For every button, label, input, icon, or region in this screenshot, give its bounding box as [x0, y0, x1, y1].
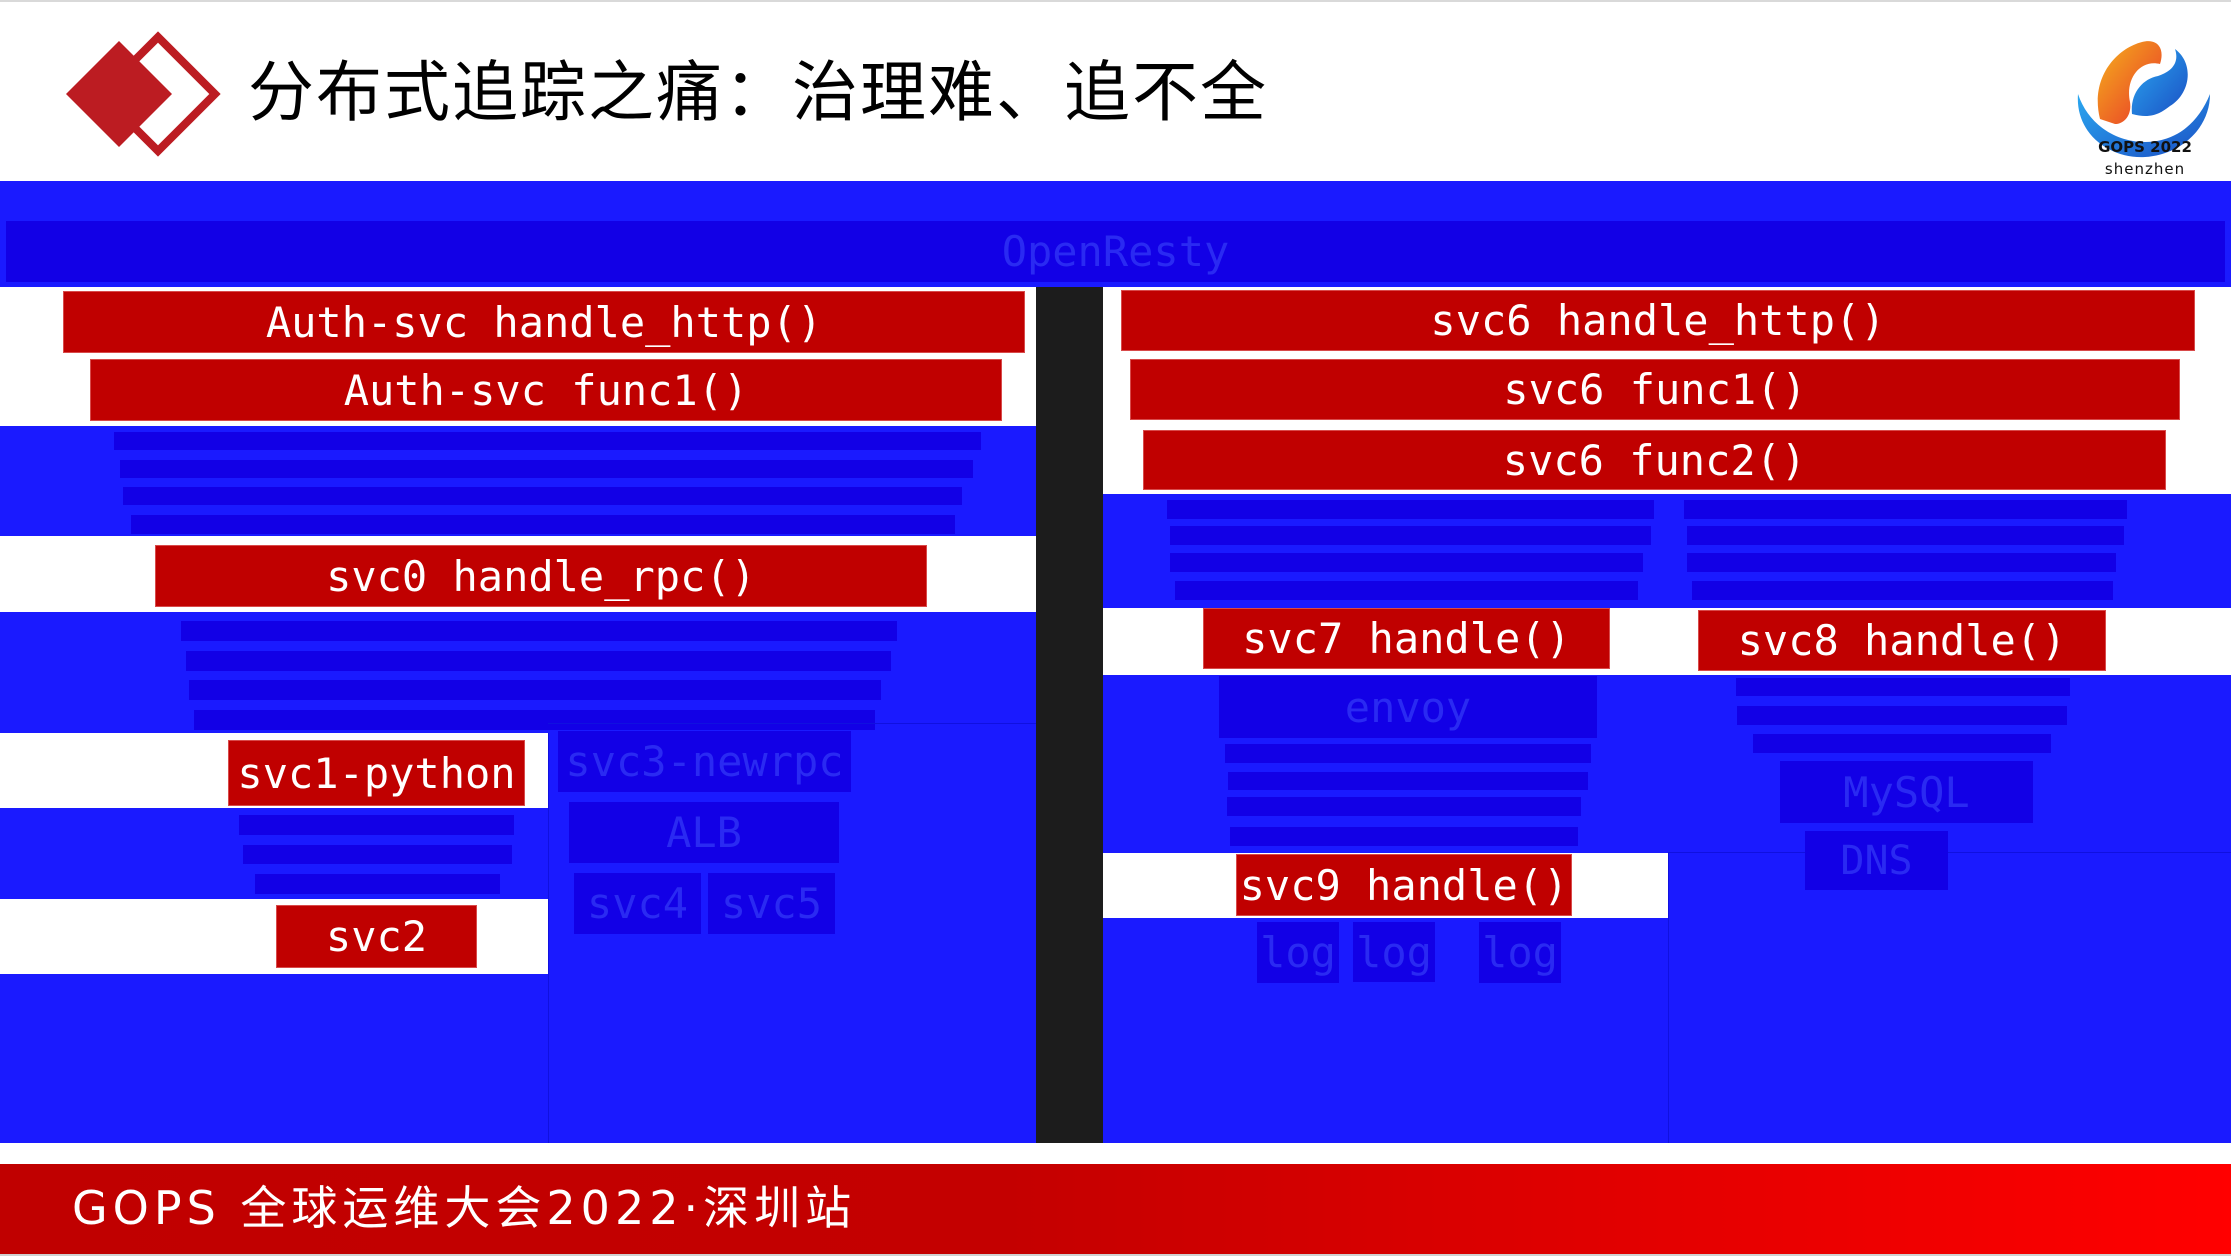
span-log-2[interactable]: log — [1353, 922, 1435, 982]
hidden-span[interactable] — [243, 845, 512, 864]
subpane-border-top — [548, 723, 1036, 724]
span-envoy[interactable]: envoy — [1219, 676, 1597, 738]
subpane-border-right — [1668, 853, 1669, 1143]
top-border — [0, 0, 2231, 2]
hidden-span[interactable] — [1167, 500, 1654, 519]
subpane-border-left — [548, 733, 549, 1143]
left-hidden-block-2 — [0, 612, 1036, 1143]
brand-gops-2022: GOPS 2022 — [2098, 138, 2192, 156]
hidden-span[interactable] — [1687, 553, 2116, 572]
hidden-span[interactable] — [239, 815, 514, 835]
span-svc6-func1[interactable]: svc6 func1() — [1130, 359, 2180, 420]
span-svc5[interactable]: svc5 — [708, 873, 835, 934]
hidden-span[interactable] — [1228, 772, 1588, 790]
span-svc7-handle[interactable]: svc7 handle() — [1203, 608, 1610, 669]
hidden-span[interactable] — [123, 487, 962, 505]
diamond-logo-icon — [66, 31, 221, 157]
hidden-span[interactable] — [1227, 797, 1581, 816]
span-alb[interactable]: ALB — [569, 802, 839, 863]
span-svc4[interactable]: svc4 — [574, 873, 701, 934]
hidden-span[interactable] — [1170, 526, 1651, 545]
span-auth-func1[interactable]: Auth-svc func1() — [90, 359, 1002, 421]
span-mysql[interactable]: MySQL — [1780, 761, 2033, 823]
hidden-span[interactable] — [120, 460, 973, 478]
hidden-span[interactable] — [1736, 678, 2070, 696]
span-svc1-python[interactable]: svc1-python — [228, 740, 525, 806]
span-svc8-handle[interactable]: svc8 handle() — [1698, 610, 2106, 671]
span-svc6-handle-http[interactable]: svc6 handle_http() — [1121, 290, 2195, 351]
pane-divider — [1036, 287, 1103, 1143]
page-title: 分布式追踪之痛：治理难、追不全 — [248, 54, 1268, 131]
footer-text: GOPS 全球运维大会2022·深圳站 — [72, 1181, 857, 1235]
hidden-span[interactable] — [1692, 581, 2113, 600]
hidden-span[interactable] — [131, 515, 955, 534]
hidden-span[interactable] — [255, 874, 500, 894]
hidden-span[interactable] — [189, 680, 881, 700]
bottom-border — [0, 1254, 2231, 1256]
span-svc2[interactable]: svc2 — [276, 905, 477, 968]
subpane-border-right-top — [1668, 852, 2231, 853]
hidden-span[interactable] — [1687, 526, 2124, 545]
openresty-span[interactable]: OpenResty — [6, 221, 2225, 282]
footer-bar — [0, 1164, 2231, 1254]
span-svc0-handle-rpc[interactable]: svc0 handle_rpc() — [155, 545, 927, 607]
span-svc3-newrpc[interactable]: svc3-newrpc — [558, 731, 851, 792]
span-dns[interactable]: DNS — [1805, 831, 1948, 890]
span-svc6-func2[interactable]: svc6 func2() — [1143, 430, 2166, 490]
hidden-span[interactable] — [1170, 553, 1643, 572]
hidden-span[interactable] — [1737, 706, 2067, 725]
span-log-1[interactable]: log — [1257, 922, 1339, 983]
brand-shenzhen: shenzhen — [2104, 160, 2186, 178]
hidden-span[interactable] — [194, 710, 875, 730]
span-auth-handle-http[interactable]: Auth-svc handle_http() — [63, 291, 1025, 353]
span-svc9-handle[interactable]: svc9 handle() — [1236, 854, 1572, 916]
hidden-span[interactable] — [114, 432, 981, 450]
gops-brand-logo-icon — [2077, 41, 2210, 158]
hidden-span[interactable] — [1230, 827, 1578, 846]
hidden-span[interactable] — [1753, 734, 2051, 753]
span-log-3[interactable]: log — [1479, 922, 1561, 983]
hidden-span[interactable] — [1225, 744, 1591, 763]
hidden-span[interactable] — [186, 651, 891, 671]
hidden-span[interactable] — [1684, 500, 2127, 519]
hidden-span[interactable] — [1175, 581, 1638, 600]
hidden-span[interactable] — [181, 621, 897, 641]
